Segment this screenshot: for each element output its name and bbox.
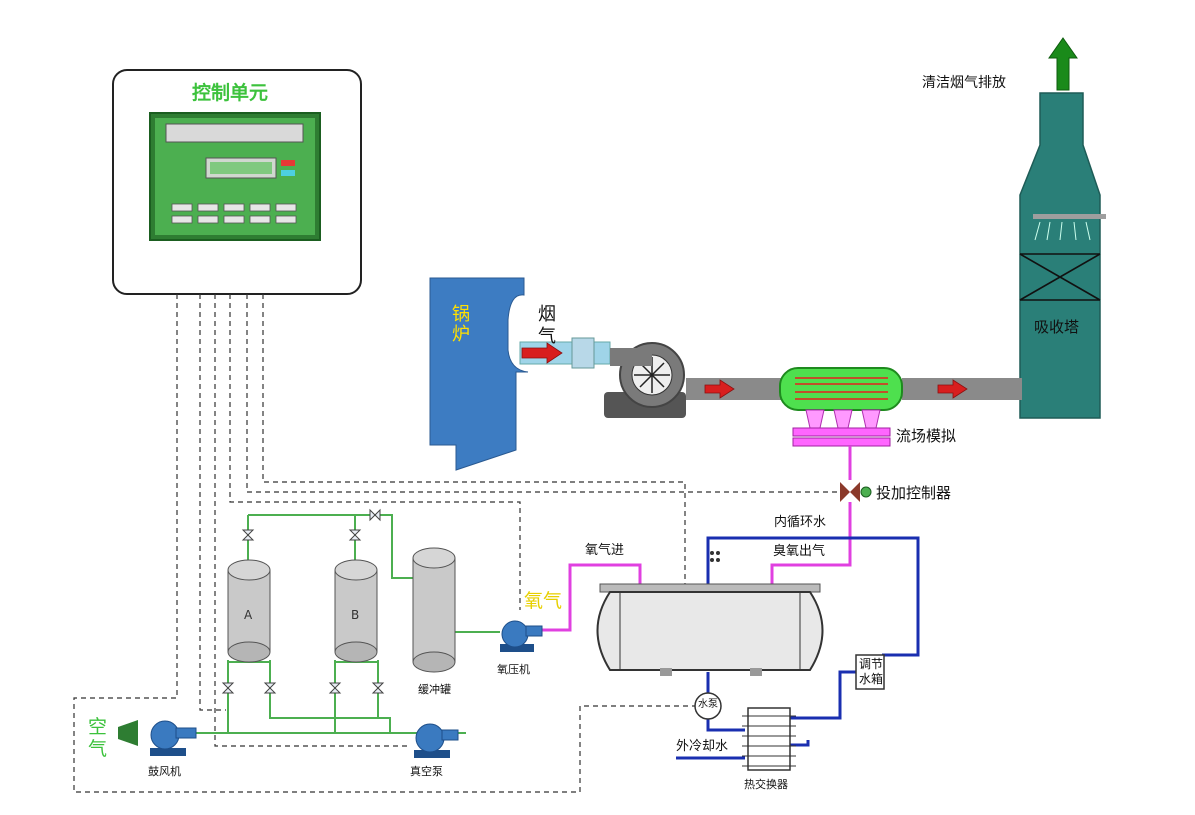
heat-exchanger [742,707,796,771]
flue-gas-label: 烟气 [538,304,556,347]
water-pump [694,692,722,720]
psa-tank-a [227,559,271,663]
exhaust-arrow [1048,37,1078,91]
water-pump-label: 水泵 [698,699,718,710]
boiler [429,277,529,471]
flow-field-simulator [779,367,903,447]
absorption-tower [1019,92,1106,419]
flow-field-simulation-label: 流场模拟 [896,427,957,445]
vacuum-pump [414,723,459,758]
flue-fan [604,342,686,418]
buffer-tank-label: 缓冲罐 [418,683,451,696]
water-pipes [676,536,920,760]
blower [118,720,197,756]
dosing-controller-valve [840,446,872,520]
control-unit [112,69,362,295]
ozone-generator [596,551,824,676]
dosing-controller-label: 投加控制器 [876,484,952,502]
flow-arrows [521,342,968,399]
regulating-water-tank [855,654,885,690]
control-unit-label: 控制单元 [192,82,269,104]
vacuum-pump-label: 真空泵 [410,765,443,778]
blower-label: 鼓风机 [148,765,181,778]
external-cooling-water-label: 外冷却水 [676,739,729,754]
oxygen-in-label: 氧气进 [585,543,625,558]
clean-flue-exhaust-label: 清洁烟气排放 [922,75,1006,91]
regulating-water-tank-label: 调节水箱 [859,657,884,686]
psa-tank-b [334,559,378,663]
oxygen-ozone-pipes [542,520,852,632]
oxygen-label: 氧气 [524,590,563,612]
ozone-out-label: 臭氧出气 [773,544,826,559]
tank-a-label: A [244,608,253,622]
air-label: 空气 [88,716,108,760]
boiler-label: 锅炉 [452,304,470,345]
inner-circulating-water-label: 内循环水 [774,515,827,530]
oxygen-compressor-label: 氧压机 [497,663,530,676]
oxygen-compressor [500,620,543,652]
valves [221,508,385,694]
heat-exchanger-label: 热交换器 [744,778,788,791]
absorption-tower-label: 吸收塔 [1034,318,1080,336]
signal-lines [73,294,840,793]
tank-b-label: B [351,608,360,622]
buffer-tank [412,547,456,673]
